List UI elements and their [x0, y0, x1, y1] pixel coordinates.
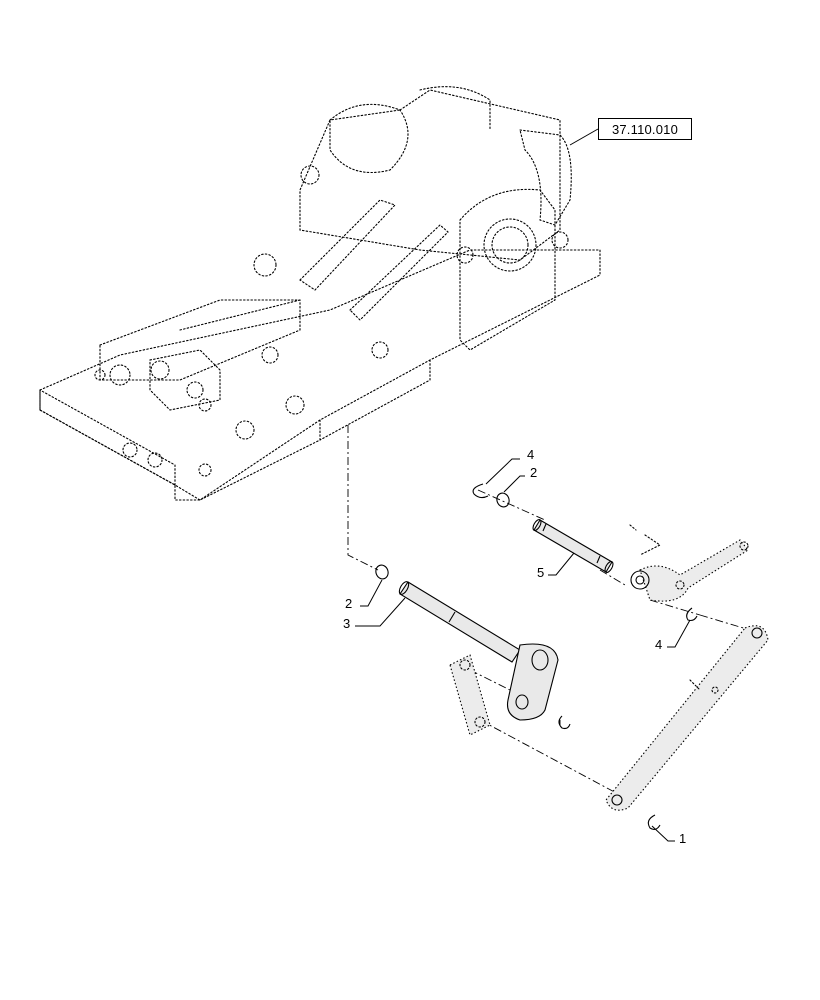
- e-clip-1: [647, 814, 661, 831]
- assembly-centerlines: [347, 425, 751, 796]
- callout-4-right: 4: [655, 637, 663, 652]
- shaft-3: [398, 581, 559, 721]
- pin-5: [532, 519, 614, 573]
- callout-2-upper: 2: [530, 465, 538, 480]
- clip-near-lever: [558, 715, 571, 730]
- callout-leaders: [355, 458, 691, 842]
- e-clip-4-right: [686, 607, 698, 622]
- callout-4-upper: 4: [527, 447, 535, 462]
- lift-housing-outline: [39, 86, 601, 501]
- snap-ring-2-upper: [496, 492, 510, 508]
- long-link-bar: [605, 625, 769, 811]
- reference-callout-box[interactable]: 37.110.010: [598, 118, 692, 140]
- callout-5: 5: [537, 565, 545, 580]
- callout-2-left: 2: [345, 596, 353, 611]
- rocker-upper-right: [629, 524, 749, 602]
- callout-3: 3: [343, 616, 351, 631]
- link-left: [449, 654, 491, 736]
- snap-ring-2-left: [375, 564, 389, 580]
- callout-1: 1: [679, 831, 687, 846]
- e-clip-4-upper: [472, 483, 489, 499]
- reference-leader: [569, 128, 599, 146]
